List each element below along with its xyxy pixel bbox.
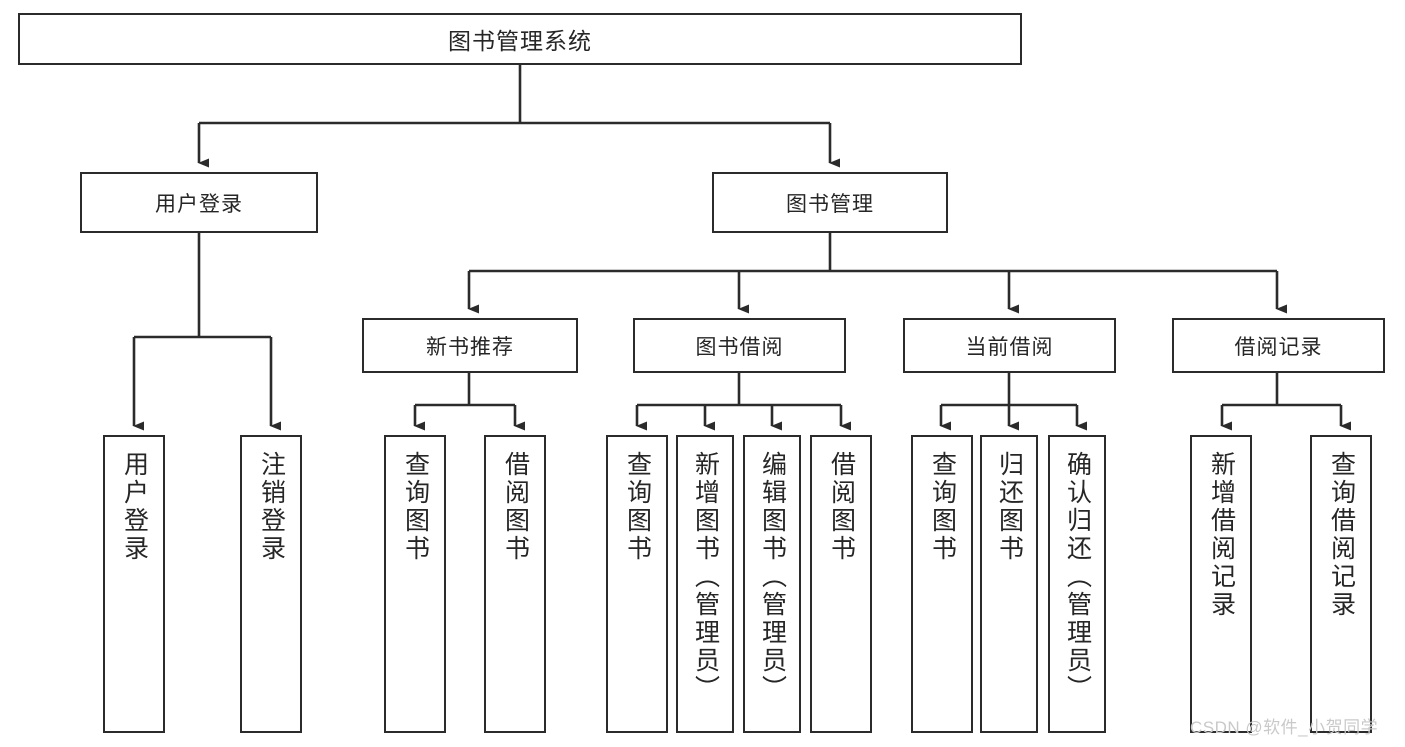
node-label: 查询图书 xyxy=(401,451,430,563)
node-label: 归还图书 xyxy=(995,451,1024,563)
node-label: 用户登录 xyxy=(155,192,243,216)
leaf-query-books-recommendation[interactable]: 查询图书 xyxy=(384,435,446,733)
leaf-add-book-admin[interactable]: 新增图书（管理员） xyxy=(676,435,734,733)
node-label: 查询图书 xyxy=(928,451,957,563)
node-label: 借阅图书 xyxy=(827,451,856,563)
node-label: 新书推荐 xyxy=(426,335,514,359)
leaf-edit-book-admin[interactable]: 编辑图书（管理员） xyxy=(743,435,801,733)
leaf-query-borrowing-record[interactable]: 查询借阅记录 xyxy=(1310,435,1372,733)
node-label: 注销登录 xyxy=(257,451,286,563)
node-book-management[interactable]: 图书管理 xyxy=(712,172,948,233)
node-new-book-recommendation[interactable]: 新书推荐 xyxy=(362,318,578,373)
node-label: 图书借阅 xyxy=(695,335,784,359)
node-book-borrowing[interactable]: 图书借阅 xyxy=(633,318,846,373)
node-current-borrowing[interactable]: 当前借阅 xyxy=(903,318,1116,373)
node-label: 编辑图书（管理员） xyxy=(758,451,787,703)
node-label: 借阅记录 xyxy=(1234,335,1323,359)
node-label: 新增图书（管理员） xyxy=(691,451,720,703)
leaf-confirm-return-admin[interactable]: 确认归还（管理员） xyxy=(1048,435,1106,733)
node-user-login[interactable]: 用户登录 xyxy=(80,172,318,233)
node-label: 借阅图书 xyxy=(501,451,530,563)
node-label: 查询图书 xyxy=(623,451,652,563)
leaf-logout[interactable]: 注销登录 xyxy=(240,435,302,733)
leaf-return-books[interactable]: 归还图书 xyxy=(980,435,1038,733)
node-label: 图书管理系统 xyxy=(448,28,592,54)
node-borrowing-records[interactable]: 借阅记录 xyxy=(1172,318,1385,373)
leaf-user-login[interactable]: 用户登录 xyxy=(103,435,165,733)
leaf-add-borrowing-record[interactable]: 新增借阅记录 xyxy=(1190,435,1252,733)
node-label: 新增借阅记录 xyxy=(1207,451,1236,619)
node-label: 用户登录 xyxy=(120,451,149,563)
leaf-borrow-books-borrowing[interactable]: 借阅图书 xyxy=(810,435,872,733)
leaf-query-books-borrowing[interactable]: 查询图书 xyxy=(606,435,668,733)
node-label: 确认归还（管理员） xyxy=(1063,451,1092,703)
node-label: 当前借阅 xyxy=(965,335,1054,359)
node-label: 图书管理 xyxy=(786,192,874,216)
node-root-book-management-system[interactable]: 图书管理系统 xyxy=(18,13,1022,65)
leaf-borrow-books-recommendation[interactable]: 借阅图书 xyxy=(484,435,546,733)
csdn-watermark: CSDN @软件_小贺同学 xyxy=(1190,718,1379,737)
node-label: 查询借阅记录 xyxy=(1327,451,1356,619)
leaf-query-books-current[interactable]: 查询图书 xyxy=(911,435,973,733)
